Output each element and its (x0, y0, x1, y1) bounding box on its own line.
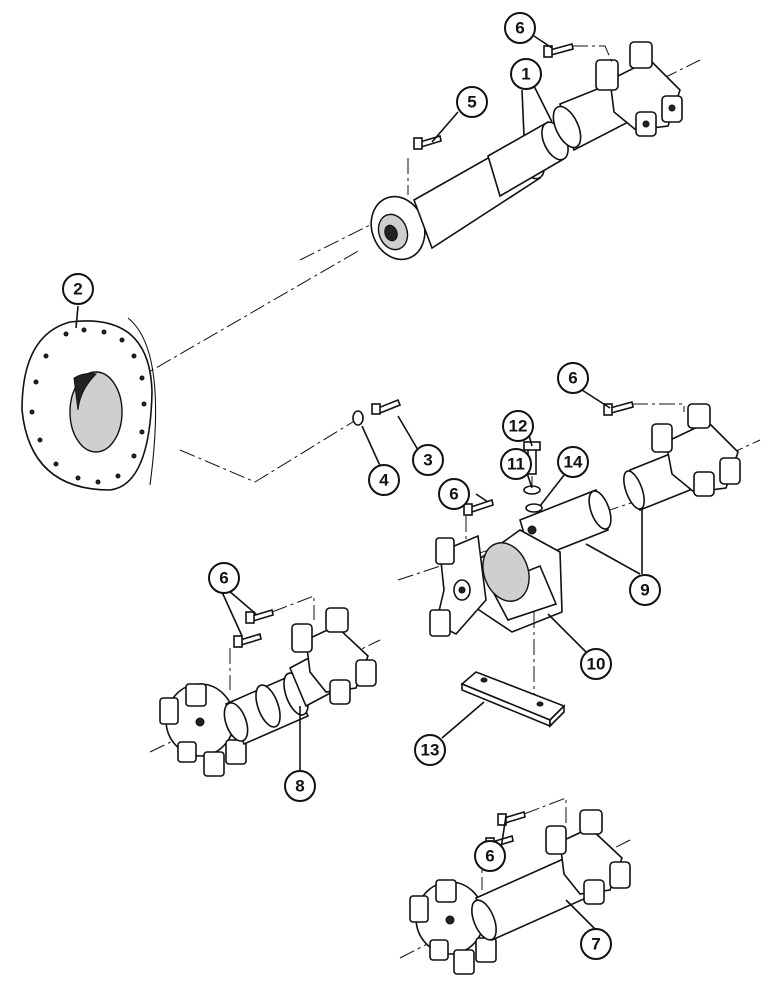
disc-bolt-holes (29, 327, 147, 485)
callout-11: 11 (500, 448, 532, 480)
callout-14: 14 (557, 446, 589, 478)
callout-8: 8 (284, 770, 316, 802)
callout-6-left: 6 (208, 562, 240, 594)
flywheel-disc (21, 249, 361, 491)
callout-9: 9 (629, 574, 661, 606)
callout-2: 2 (62, 273, 94, 305)
callout-3-label: 3 (423, 451, 432, 470)
callout-1-label: 1 (521, 65, 530, 84)
callout-7-label: 7 (591, 935, 600, 954)
callout-6-top-label: 6 (515, 19, 524, 38)
callout-6-bottom-label: 6 (485, 847, 494, 866)
callout-11-label: 11 (507, 455, 525, 474)
callout-8-label: 8 (295, 777, 304, 796)
callout-6-right: 6 (557, 362, 589, 394)
callout-5: 5 (456, 86, 488, 118)
callout-3: 3 (412, 444, 444, 476)
upper-drive-shaft (299, 41, 701, 261)
bolt-6-upper (543, 43, 613, 63)
callout-14-label: 14 (564, 453, 583, 472)
callout-5-label: 5 (467, 93, 476, 112)
callout-9-label: 9 (640, 581, 649, 600)
support-plate (460, 671, 566, 728)
leader-lines (75, 35, 643, 931)
callout-4-label: 4 (379, 471, 389, 490)
callout-13-label: 13 (421, 741, 440, 760)
right-yoke-shaft (603, 401, 761, 512)
lower-drive-shaft (399, 797, 631, 975)
bolt-5 (407, 134, 442, 195)
callout-6-top: 6 (504, 12, 536, 44)
callout-10: 10 (580, 648, 612, 680)
callout-12-label: 12 (509, 417, 528, 436)
callout-12: 12 (502, 410, 534, 442)
callout-7: 7 (580, 928, 612, 960)
callout-13: 13 (414, 734, 446, 766)
callout-6-center: 6 (438, 478, 470, 510)
callout-6-center-label: 6 (449, 485, 458, 504)
callout-6-bottom: 6 (474, 840, 506, 872)
callout-1: 1 (510, 58, 542, 90)
callout-6-right-label: 6 (568, 369, 577, 388)
callout-2-label: 2 (73, 280, 82, 299)
callout-4: 4 (368, 464, 400, 496)
washer-and-bolt (352, 398, 402, 426)
callout-6-left-label: 6 (219, 569, 228, 588)
left-drive-shaft (149, 595, 381, 777)
callout-10-label: 10 (587, 655, 606, 674)
